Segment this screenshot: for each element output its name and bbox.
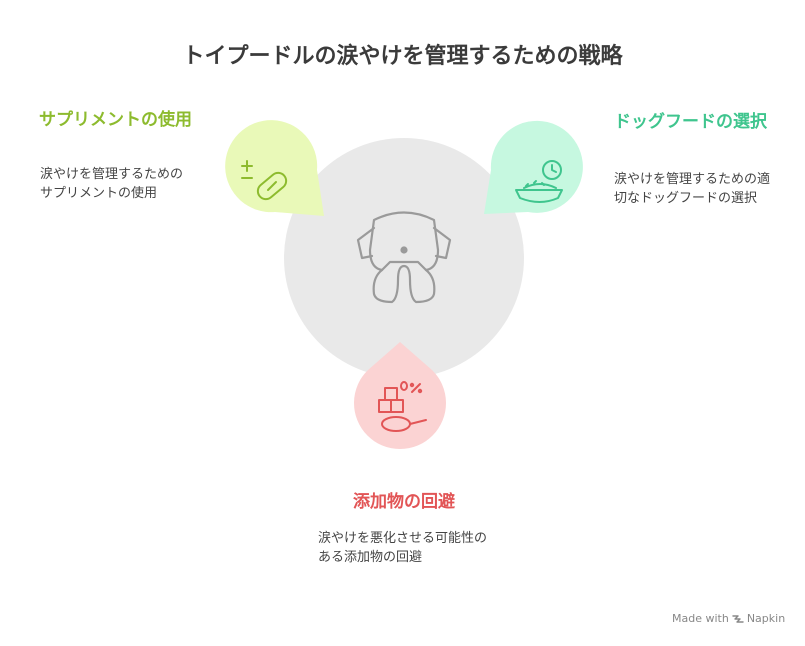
supplement-title: サプリメントの使用 (39, 110, 192, 130)
additives-title: 添加物の回避 (353, 492, 455, 512)
pill-icon (241, 160, 288, 201)
napkin-brand-label: Napkin (746, 612, 786, 625)
napkin-logo-icon (732, 614, 744, 623)
dogfood-title: ドッグフードの選択 (614, 112, 767, 132)
additives-bubble (354, 342, 446, 450)
made-with-label: Made with (672, 612, 729, 625)
dog-bowl-icon (515, 160, 563, 203)
page-title: トイプードルの涙やけを管理するための戦略 (182, 44, 623, 69)
footer-attribution[interactable]: Made with Napkin (672, 612, 785, 625)
supplement-description: 涙やけを管理するためのサプリメントの使用 (40, 167, 184, 201)
additives-description: 涙やけを悪化させる可能性のある添加物の回避 (318, 531, 488, 565)
poodle-icon (356, 211, 452, 304)
dogfood-description: 涙やけを管理するための適切なドッグフードの選択 (614, 172, 771, 206)
supplement-bubble (225, 120, 324, 216)
dogfood-bubble (484, 120, 583, 214)
spoon-sugar-icon (378, 381, 427, 432)
center-circle (284, 138, 524, 378)
